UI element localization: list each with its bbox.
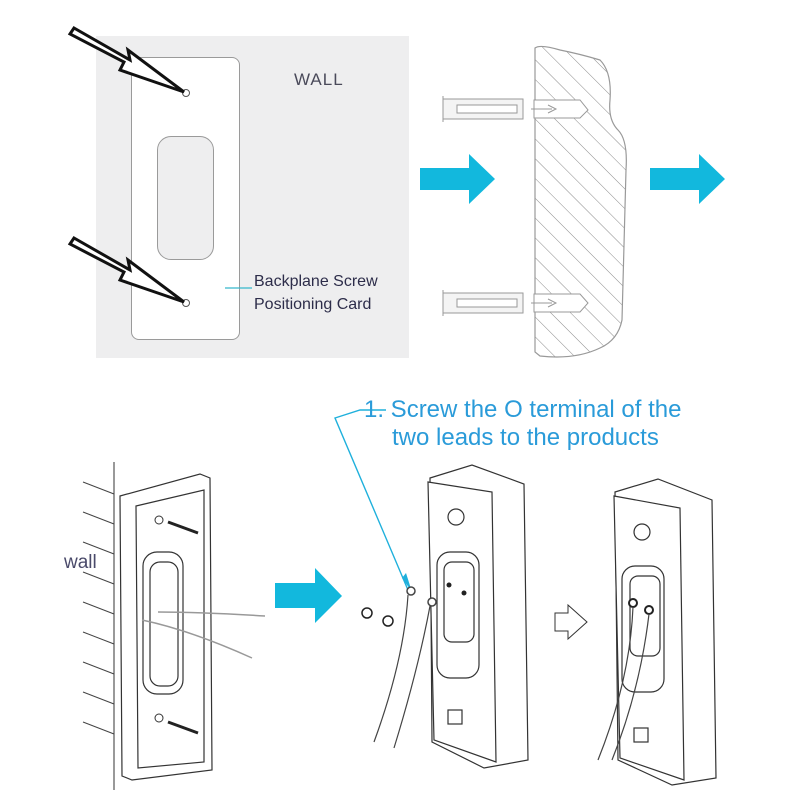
wall-small-label: wall bbox=[64, 552, 97, 573]
doorbell-unit bbox=[613, 478, 717, 786]
screw-icon bbox=[361, 607, 394, 627]
card-slot bbox=[157, 136, 214, 260]
wire bbox=[611, 613, 650, 761]
arrow-right-icon bbox=[275, 568, 342, 623]
wire bbox=[157, 611, 266, 617]
card-label-line2: Positioning Card bbox=[254, 296, 372, 313]
backplate bbox=[119, 473, 213, 781]
arrow-right-icon bbox=[420, 154, 495, 204]
arrow-right-icon bbox=[650, 154, 725, 204]
instruction-callout-line bbox=[334, 409, 409, 591]
wall-anchor-icon bbox=[442, 290, 558, 316]
wire bbox=[141, 619, 253, 659]
wall-hole-bottom bbox=[533, 293, 589, 313]
instruction-line1: 1. Screw the O terminal of the bbox=[364, 396, 682, 423]
wire bbox=[393, 605, 431, 749]
instruction-text: 1. Screw the O terminal of the two leads… bbox=[364, 396, 681, 452]
wall-cross-section bbox=[534, 45, 627, 358]
wall-hole-top bbox=[533, 99, 589, 119]
drill-arrow-icon bbox=[67, 236, 185, 304]
outline-arrow-right-icon bbox=[554, 603, 588, 641]
wall-label: WALL bbox=[294, 70, 344, 89]
doorbell-unit bbox=[427, 464, 529, 769]
drill-arrow-icon bbox=[67, 26, 185, 94]
wall-anchor-icon bbox=[442, 96, 558, 122]
screw-icon bbox=[167, 520, 199, 735]
wire bbox=[597, 606, 634, 761]
card-label-line1: Backplane Screw bbox=[254, 273, 378, 290]
instruction-line2: two leads to the products bbox=[392, 424, 659, 451]
card-label: Backplane Screw Positioning Card bbox=[254, 270, 378, 316]
wire bbox=[373, 594, 409, 743]
wall-hatch-lines bbox=[82, 481, 115, 735]
